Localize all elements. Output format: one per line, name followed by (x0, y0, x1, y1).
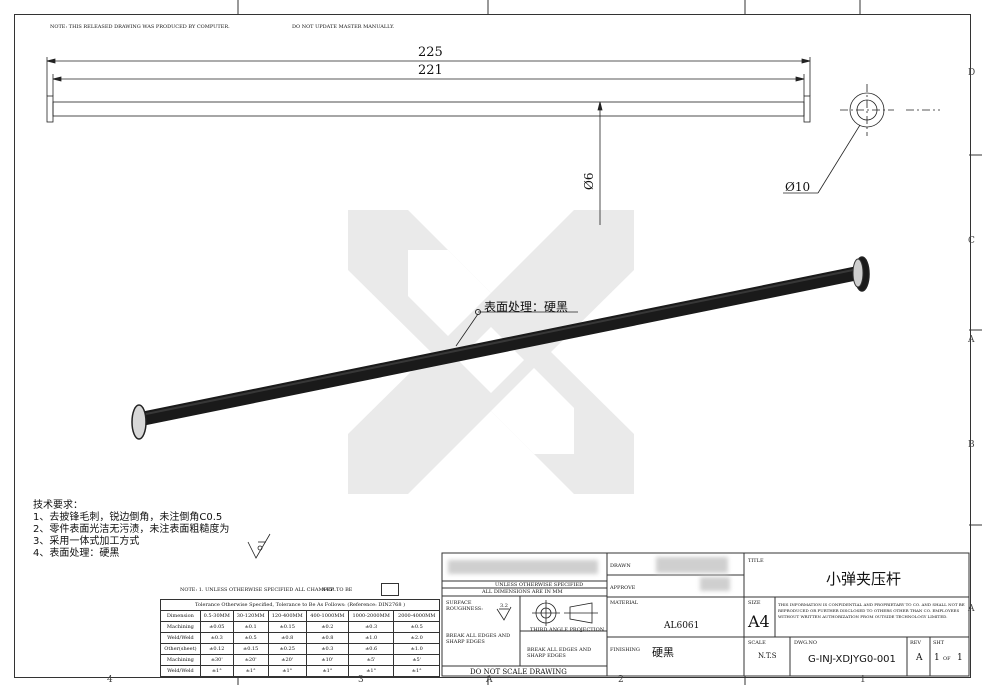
zone-number: 2 (618, 675, 624, 685)
tb-material-label: MATERIAL (610, 600, 639, 606)
blurred-approve-name (700, 577, 730, 591)
tb-scale-value: N.T.S (758, 652, 777, 660)
table-cell: ±1° (267, 665, 307, 677)
tb-surface-value: 3.2 (500, 603, 508, 609)
tolerance-table: Tolerance Otherwise Specified, Tolerance… (160, 599, 440, 677)
tb-dwg-value: G-INJ-XDJYG0-001 (808, 654, 896, 665)
dimension-225: 225 (418, 45, 443, 60)
tech-requirement-item: 3、采用一体式加工方式 (33, 536, 140, 547)
table-cell: ±1° (305, 665, 349, 677)
tb-drawn-label: DRAWN (610, 563, 631, 569)
blurred-drawn-name (656, 557, 728, 573)
dimension-221: 221 (418, 63, 443, 78)
tb-dwg-label: DWG.NO (794, 640, 818, 646)
header-note: DO NOT UPDATE MASTER MANUALLY. (292, 24, 395, 30)
zone-letter: A (968, 335, 975, 345)
tb-finishing-label: FINISHING (610, 647, 640, 653)
third-angle-projection-icon (532, 600, 598, 626)
dimension-diameter-head: Ø10 (785, 180, 811, 194)
table-row: Machining ±30' ±20' ±20' ±10' ±5' ±5' (160, 654, 440, 666)
zone-number: 1 (860, 675, 866, 685)
tb-rev-value: A (916, 653, 923, 663)
tech-requirements: 技术要求： 1、去披锋毛刺，锐边倒角，未注倒角C0.5 2、零件表面光洁无污渍，… (33, 500, 229, 560)
table-row: Weld/Weld ±0.3 ±0.5 ±0.8 ±0.8 ±1.0 ±2.0 (160, 632, 440, 644)
surface-roughness-icon (496, 606, 512, 621)
tb-approve-label: APPROVE (610, 585, 636, 591)
roughness-symbol-icon (247, 533, 271, 559)
table-row: Other(sheet) ±0.12 ±0.15 ±0.25 ±0.3 ±0.6… (160, 643, 440, 655)
table-cell: ±1° (393, 665, 440, 677)
surface-callout: 表面处理：硬黑 (484, 300, 569, 314)
tb-dimensions-mm: ALL DIMENSIONS ARE IN MM (482, 589, 563, 595)
header-note: NOTE: THIS RELEASED DRAWING WAS PRODUCED… (50, 24, 230, 30)
tb-sht-label: SHT (933, 640, 945, 646)
drawing-frame (14, 14, 971, 678)
tb-sht-value: 1 (934, 653, 940, 663)
zone-letter: D (968, 68, 976, 78)
tb-title-label: TITLE (748, 558, 764, 564)
drawing-title: 小弹夹压杆 (826, 570, 902, 588)
tb-finishing-value: 硬黑 (652, 646, 674, 659)
tech-requirement-item: 4、表面处理：硬黑 (33, 548, 120, 559)
table-row: Machining ±0.05 ±0.1 ±0.15 ±0.2 ±0.3 ±0.… (160, 621, 440, 633)
tb-projection: THIRD ANGLE PROJECTION (530, 627, 605, 633)
tb-rev-label: REV (910, 640, 922, 646)
table-cell: ±1° (199, 665, 234, 677)
tech-requirement-item: 1、去披锋毛刺，锐边倒角，未注倒角C0.5 (33, 512, 223, 523)
tb-surface-label: SURFACE ROUGHNESS: (446, 600, 483, 612)
zone-number: A (486, 675, 493, 685)
table-row: Weld/Weld ±1° ±1° ±1° ±1° ±1° ±1° (160, 665, 440, 677)
chamfer-note-value: X45°. (322, 587, 337, 593)
chamfer-note: NOTE: 1. UNLESS OTHERWISE SPECIFIED ALL … (180, 587, 353, 593)
tb-size-value: A4 (748, 612, 770, 631)
tb-break-edges-2: BREAK ALL EDGES AND SHARP EDGES (527, 647, 592, 659)
tb-break-edges: BREAK ALL EDGES AND SHARP EDGES (446, 633, 511, 645)
blurred-company-logo (448, 560, 598, 574)
tb-no-scale: DO NOT SCALE DRAWING (470, 668, 567, 676)
tech-requirements-title: 技术要求： (33, 500, 83, 511)
tb-size-label: SIZE (748, 600, 761, 606)
zone-letter: B (968, 440, 975, 450)
tb-confidential: THIS INFORMATION IS CONFIDENTIAL AND PRO… (778, 602, 965, 619)
tb-sht-total: 1 (957, 653, 963, 663)
tb-scale-label: SCALE (748, 640, 766, 646)
tb-unless-specified: UNLESS OTHERWISE SPECIFIED (495, 582, 584, 588)
chamfer-value-box (381, 583, 399, 596)
zone-letter: A (968, 604, 975, 614)
zone-letter: C (968, 236, 975, 246)
tb-material-value: AL6061 (664, 621, 700, 631)
tb-sht-of: OF (943, 656, 951, 662)
tech-requirement-item: 2、零件表面光洁无污渍，未注表面粗糙度为 (33, 524, 230, 535)
zone-number: 4 (107, 675, 113, 685)
zone-number: 3 (358, 675, 364, 685)
